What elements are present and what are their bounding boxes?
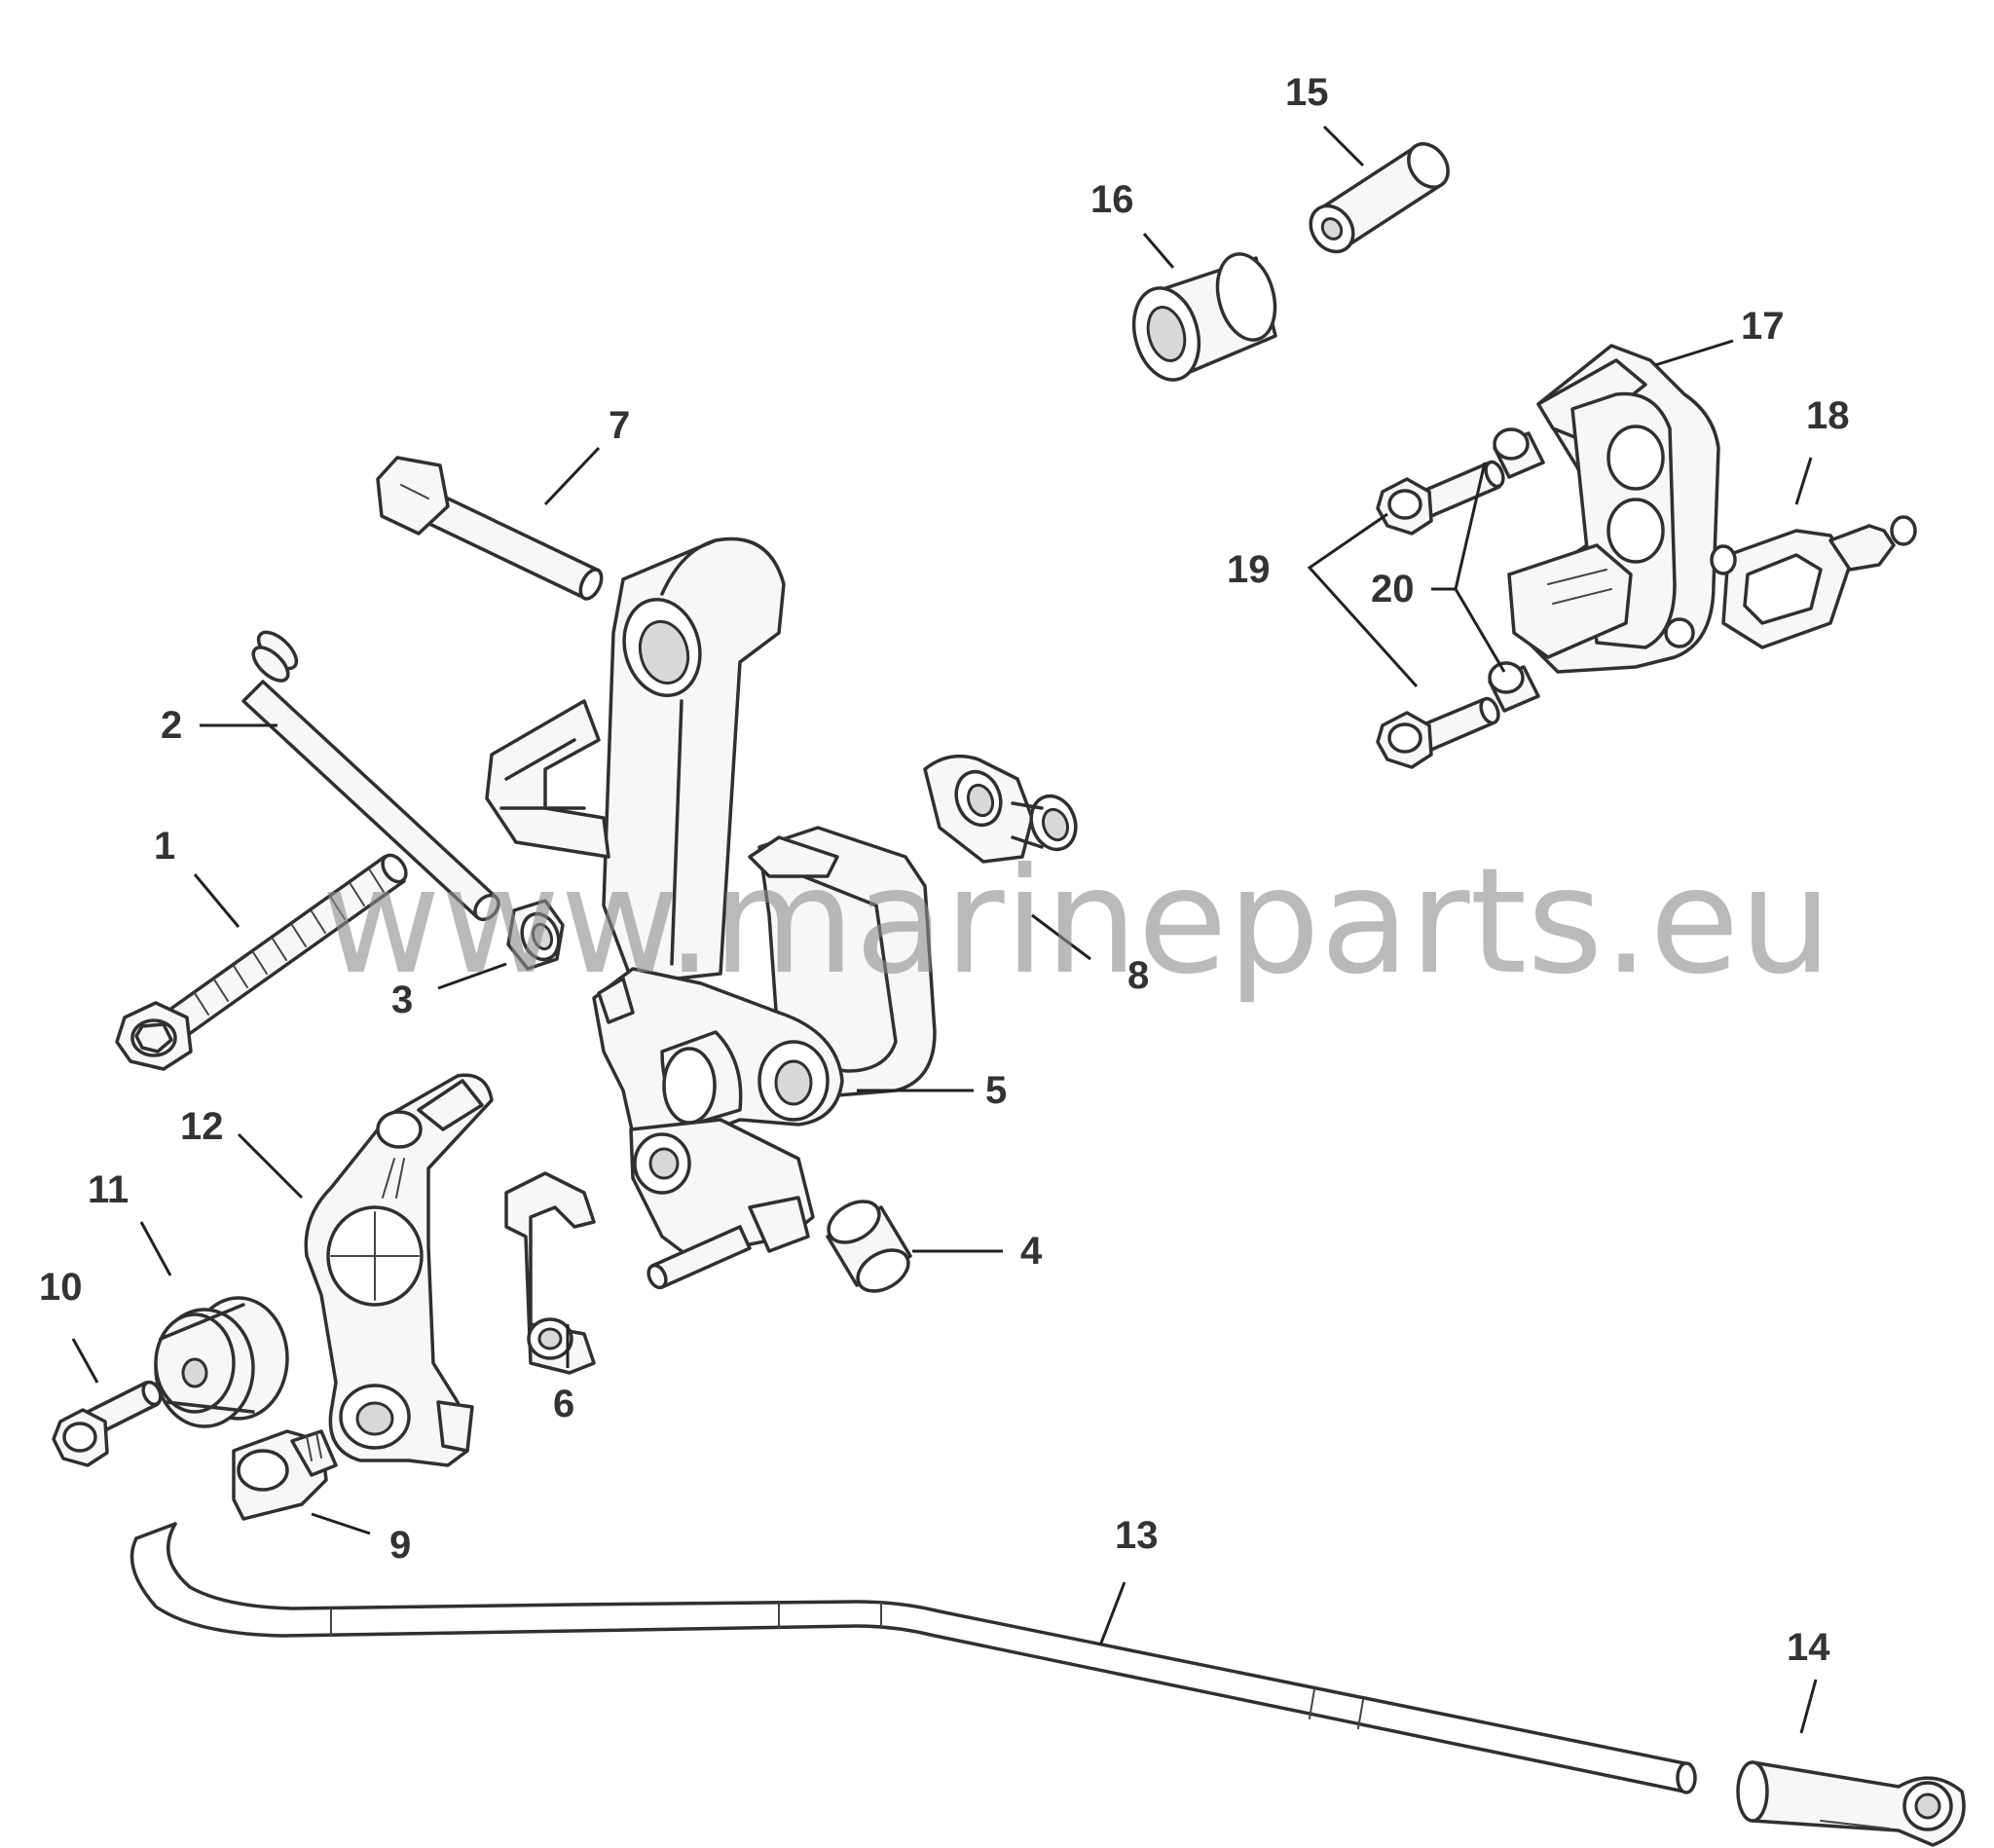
part-2-pin: [241, 630, 500, 922]
callout-13: 13: [1115, 1514, 1159, 1557]
part-19-bolt-upper: [1376, 460, 1505, 536]
part-15-sleeve: [1309, 142, 1450, 254]
callout-15: 15: [1285, 71, 1329, 114]
part-14-rod-end: [1736, 1760, 1966, 1847]
callout-19: 19: [1227, 548, 1271, 591]
callout-14: 14: [1787, 1626, 1830, 1669]
part-11-pulley: [154, 1296, 289, 1428]
part-4-bushing: [826, 1200, 912, 1293]
callout-11: 11: [88, 1168, 129, 1211]
callout-7: 7: [609, 404, 630, 447]
callout-17: 17: [1741, 305, 1785, 348]
part-12-lever-arm: [304, 1073, 494, 1467]
part-20-dowel-upper: [1493, 427, 1545, 479]
callout-6: 6: [553, 1383, 574, 1425]
part-5-pivot-housing: [592, 967, 844, 1290]
callout-20: 20: [1371, 568, 1415, 610]
part-19-bolt-lower: [1376, 696, 1500, 769]
part-9-ball-joint: [232, 1429, 338, 1521]
callout-2: 2: [161, 704, 182, 747]
part-3-nut: [506, 899, 565, 971]
callout-3: 3: [391, 979, 413, 1021]
callout-labels: 1 2 3 4 5 6 7 8 9 10 11 12 13 14 15 16 1…: [39, 71, 1850, 1669]
part-6-clip: [504, 1171, 596, 1375]
part-1-threaded-bolt: [115, 853, 408, 1071]
callout-8: 8: [1127, 954, 1149, 997]
part-18-gasket: [1710, 515, 1917, 649]
part-16-bushing: [1131, 252, 1277, 382]
leader-lines: [71, 125, 1818, 1734]
callout-1: 1: [154, 825, 175, 868]
part-10-small-bolt: [52, 1380, 163, 1467]
callout-5: 5: [985, 1069, 1007, 1112]
callout-10: 10: [39, 1266, 83, 1309]
main-bracket-arm: [485, 536, 786, 985]
callout-16: 16: [1090, 178, 1134, 221]
part-7-bolt: [376, 456, 604, 601]
callout-18: 18: [1806, 394, 1850, 437]
part-20-dowel-lower: [1488, 661, 1540, 713]
watermark: www.marineparts.eu: [321, 837, 1832, 1007]
callout-4: 4: [1020, 1230, 1043, 1273]
part-17-bracket: [1507, 344, 1720, 674]
callout-12: 12: [180, 1105, 224, 1148]
callout-9: 9: [389, 1524, 411, 1567]
part-13-rod: [129, 1522, 1697, 1794]
